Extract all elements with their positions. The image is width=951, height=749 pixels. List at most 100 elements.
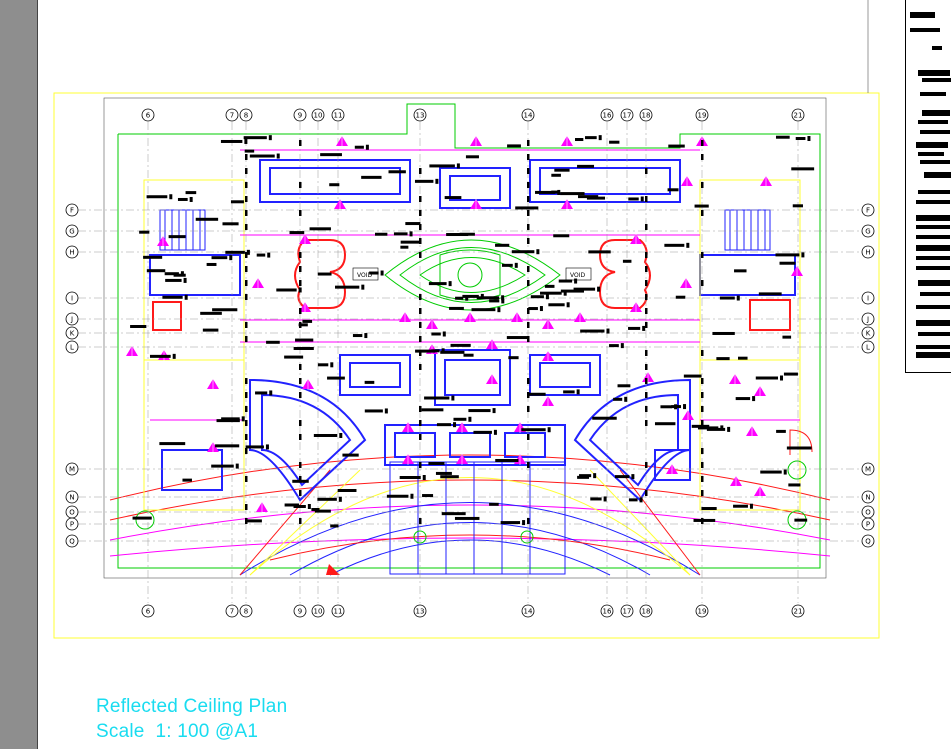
annotation-tag — [436, 423, 452, 427]
annotation-tag — [329, 183, 340, 187]
annotation-tag — [551, 190, 560, 194]
annotation-tag — [419, 336, 422, 342]
grid-bubble-row-N: N — [65, 490, 79, 504]
grid-col-label: 7 — [230, 112, 234, 120]
annotation-tag — [299, 182, 302, 188]
annotation-tag — [299, 378, 302, 384]
annotation-tag — [419, 224, 422, 230]
annotation-tag — [388, 170, 406, 174]
ceiling-plan-drawing[interactable]: VOID VOID — [38, 0, 951, 749]
grid-col-label: 19 — [698, 608, 707, 616]
annotation-tag — [419, 406, 422, 412]
annotation-tag — [675, 295, 686, 299]
grid-bubble-col-14: 14 — [521, 108, 535, 122]
annotation-tag — [701, 406, 704, 412]
annotation-tag — [462, 294, 479, 298]
grid-col-label: 10 — [314, 608, 323, 616]
side-rooms-outline — [143, 179, 801, 511]
title-block-line — [924, 172, 951, 178]
annotation-tag — [414, 179, 434, 183]
grid-bubble-col-10: 10 — [311, 108, 325, 122]
annotation-tag — [776, 429, 786, 433]
annotation-tag — [614, 475, 630, 479]
drawing-title: Reflected Ceiling Plan — [96, 696, 288, 717]
title-block-line — [916, 352, 950, 358]
annotation-tag — [419, 252, 422, 258]
title-block-line — [916, 200, 950, 204]
annotation-tag — [521, 428, 546, 432]
grid-bubble-row-N: N — [861, 490, 875, 504]
annotation-tag — [245, 420, 248, 426]
stage-block — [389, 461, 566, 575]
annotation-tag — [701, 507, 717, 511]
annotation-tag — [245, 445, 264, 449]
annotation-tag — [792, 204, 803, 208]
annotation-tag — [544, 284, 555, 288]
annotation-tag — [335, 285, 360, 289]
annotation-tag — [419, 420, 422, 426]
drawing-sheet[interactable]: VOID VOID — [38, 0, 951, 749]
annotation-tag — [299, 476, 302, 482]
annotation-tag — [354, 145, 364, 149]
grid-bubble-row-O: O — [65, 505, 79, 519]
annotation-tag — [645, 308, 648, 314]
annotation-tag — [132, 516, 152, 520]
annotation-tag — [701, 182, 704, 188]
annotation-tag — [782, 335, 792, 339]
annotation-tag — [719, 296, 735, 300]
annotation-tag — [245, 168, 248, 174]
annotation-tag — [701, 462, 704, 468]
annotation-tag — [320, 153, 342, 157]
annotation-tag — [473, 430, 492, 434]
grid-bubbles: 6677889910101111131314141616171718181919… — [65, 108, 875, 618]
annotation-tag — [284, 503, 300, 507]
annotation-tag — [527, 154, 530, 160]
grid-col-label: 17 — [623, 608, 632, 616]
annotation-tag — [221, 417, 240, 421]
annotation-tag — [527, 434, 530, 440]
annotation-tag — [429, 164, 455, 168]
void-label-box-right — [565, 267, 592, 281]
grid-col-label: 13 — [416, 608, 425, 616]
grid-bubble-col-10: 10 — [311, 604, 325, 618]
annotation-tag — [317, 363, 329, 367]
annotation-tag — [577, 475, 590, 479]
annotation-tag — [146, 269, 166, 273]
annotation-tag — [299, 322, 302, 328]
grid-col-label: 13 — [416, 112, 425, 120]
annotation-tag — [299, 308, 302, 314]
grid-bubble-row-I: I — [65, 291, 79, 305]
annotation-tag — [506, 336, 529, 340]
annotation-tag — [560, 192, 585, 196]
annotation-tag — [527, 518, 530, 524]
title-block-line — [922, 110, 950, 116]
gutter-edge — [37, 0, 38, 749]
annotation-tag — [453, 417, 467, 421]
building-outline — [117, 103, 821, 569]
annotation-tag — [585, 136, 597, 140]
annotation-tag — [419, 322, 422, 328]
annotation-tag — [701, 448, 704, 454]
annotation-tag — [733, 504, 748, 508]
annotation-tag — [755, 376, 779, 380]
annotation-tag — [528, 307, 538, 311]
annotation-tag — [645, 266, 648, 272]
annotation-tag — [393, 232, 408, 236]
annotation-tag — [527, 322, 530, 328]
annotation-tag — [352, 334, 363, 338]
annotation-tag — [337, 488, 357, 492]
annotation-tag — [421, 408, 444, 412]
annotation-tag — [527, 462, 530, 468]
grid-row-label: G — [69, 228, 74, 236]
annotation-tag — [327, 376, 345, 380]
annotation-tag — [330, 524, 339, 528]
annotation-tag — [701, 210, 704, 216]
annotation-tag — [760, 470, 782, 474]
title-block-line — [916, 266, 950, 270]
annotation-tag — [701, 476, 704, 482]
annotation-tag — [212, 308, 238, 312]
title-block-line — [916, 215, 950, 221]
annotation-tag — [691, 424, 710, 428]
annotation-tag — [313, 433, 338, 437]
annotation-tag — [701, 252, 704, 258]
